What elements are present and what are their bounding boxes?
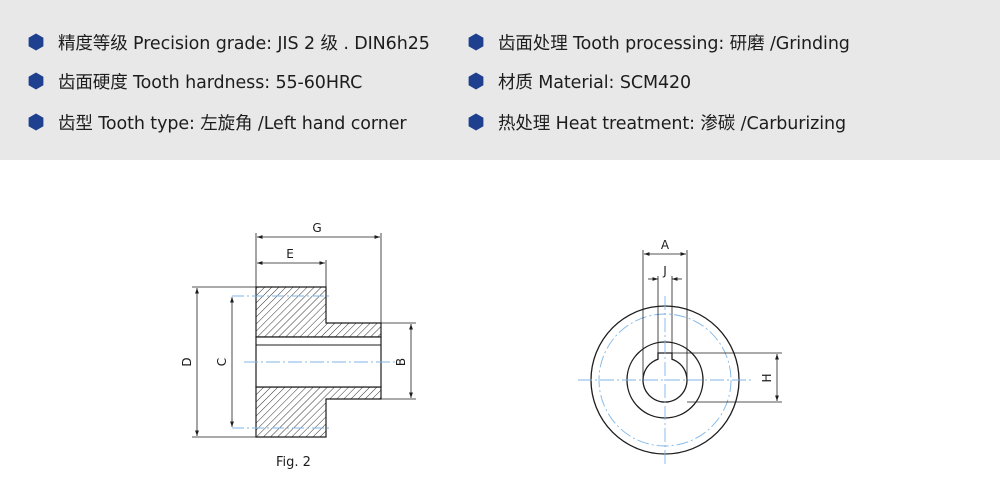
spec-heat-treatment: 热处理 Heat treatment: 渗碳 /Carburizing (467, 108, 846, 136)
hexagon-bullet-icon (28, 72, 44, 90)
label-e: E (286, 247, 294, 261)
spec-precision-text: 精度等级 Precision grade: JIS 2 级 . DIN6h25 (58, 33, 430, 54)
hexagon-bullet-icon (468, 72, 484, 90)
label-a: A (661, 238, 670, 252)
bore-with-keyway (642, 352, 688, 403)
spec-type-text: 齿型 Tooth type: 左旋角 /Left hand corner (58, 113, 407, 134)
section-upper-hatch (255, 286, 382, 338)
spec-material: 材质 Material: SCM420 (467, 67, 691, 95)
spec-panel: 精度等级 Precision grade: JIS 2 级 . DIN6h25 … (0, 0, 1000, 160)
label-d: D (180, 357, 194, 366)
label-c: C (215, 358, 229, 366)
hexagon-bullet-icon (468, 113, 484, 131)
spec-tooth-type: 齿型 Tooth type: 左旋角 /Left hand corner (27, 108, 407, 136)
front-view: A J H (578, 238, 782, 464)
spec-tooth-hardness: 齿面硬度 Tooth hardness: 55-60HRC (27, 67, 362, 95)
label-j: J (662, 264, 667, 278)
spec-processing-text: 齿面处理 Tooth processing: 研磨 /Grinding (498, 33, 850, 54)
spec-heat-text: 热处理 Heat treatment: 渗碳 /Carburizing (498, 113, 846, 134)
label-g: G (312, 221, 321, 235)
hexagon-bullet-icon (28, 33, 44, 51)
figure-caption: Fig. 2 (276, 455, 311, 470)
hexagon-bullet-icon (28, 113, 44, 131)
hexagon-bullet-icon (468, 33, 484, 51)
label-b: B (394, 358, 408, 366)
spec-material-text: 材质 Material: SCM420 (498, 72, 692, 93)
spec-tooth-processing: 齿面处理 Tooth processing: 研磨 /Grinding (467, 28, 850, 56)
spec-precision-grade: 精度等级 Precision grade: JIS 2 级 . DIN6h25 (27, 28, 430, 56)
section-lower-hatch (255, 386, 382, 438)
spec-hardness-text: 齿面硬度 Tooth hardness: 55-60HRC (58, 72, 363, 93)
label-h: H (760, 373, 774, 382)
section-view: G E D C B (180, 221, 416, 438)
